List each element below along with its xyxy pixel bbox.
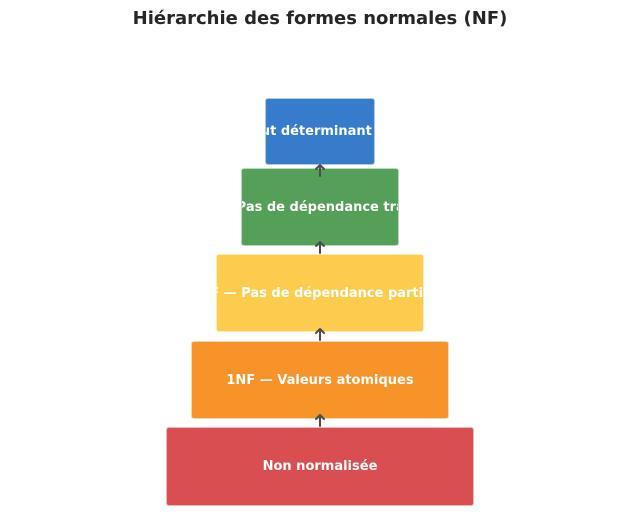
- level-2nf: 2NF — Pas de dépendance partielle: [216, 254, 424, 332]
- level-non-normalisee: Non normalisée: [166, 427, 474, 506]
- level-label: BCNF — Tout déterminant est une clé: [266, 124, 374, 139]
- arrow-up-icon: [315, 328, 325, 341]
- level-label: Non normalisée: [262, 459, 378, 474]
- diagram-title: Hiérarchie des formes normales (NF): [132, 8, 508, 29]
- arrow-up-icon: [315, 164, 325, 177]
- level-label: 1NF — Valeurs atomiques: [226, 372, 414, 388]
- arrow-up-icon: [315, 241, 325, 254]
- level-1nf: 1NF — Valeurs atomiques: [191, 341, 449, 419]
- arrow-up-icon: [315, 414, 325, 427]
- level-label: 2NF — Pas de dépendance partielle: [217, 285, 424, 301]
- level-3nf: 3NF — Pas de dépendance transitive: [241, 168, 399, 246]
- level-bcnf: BCNF — Tout déterminant est une clé: [265, 98, 375, 165]
- level-label: 3NF — Pas de dépendance transitive: [242, 199, 398, 215]
